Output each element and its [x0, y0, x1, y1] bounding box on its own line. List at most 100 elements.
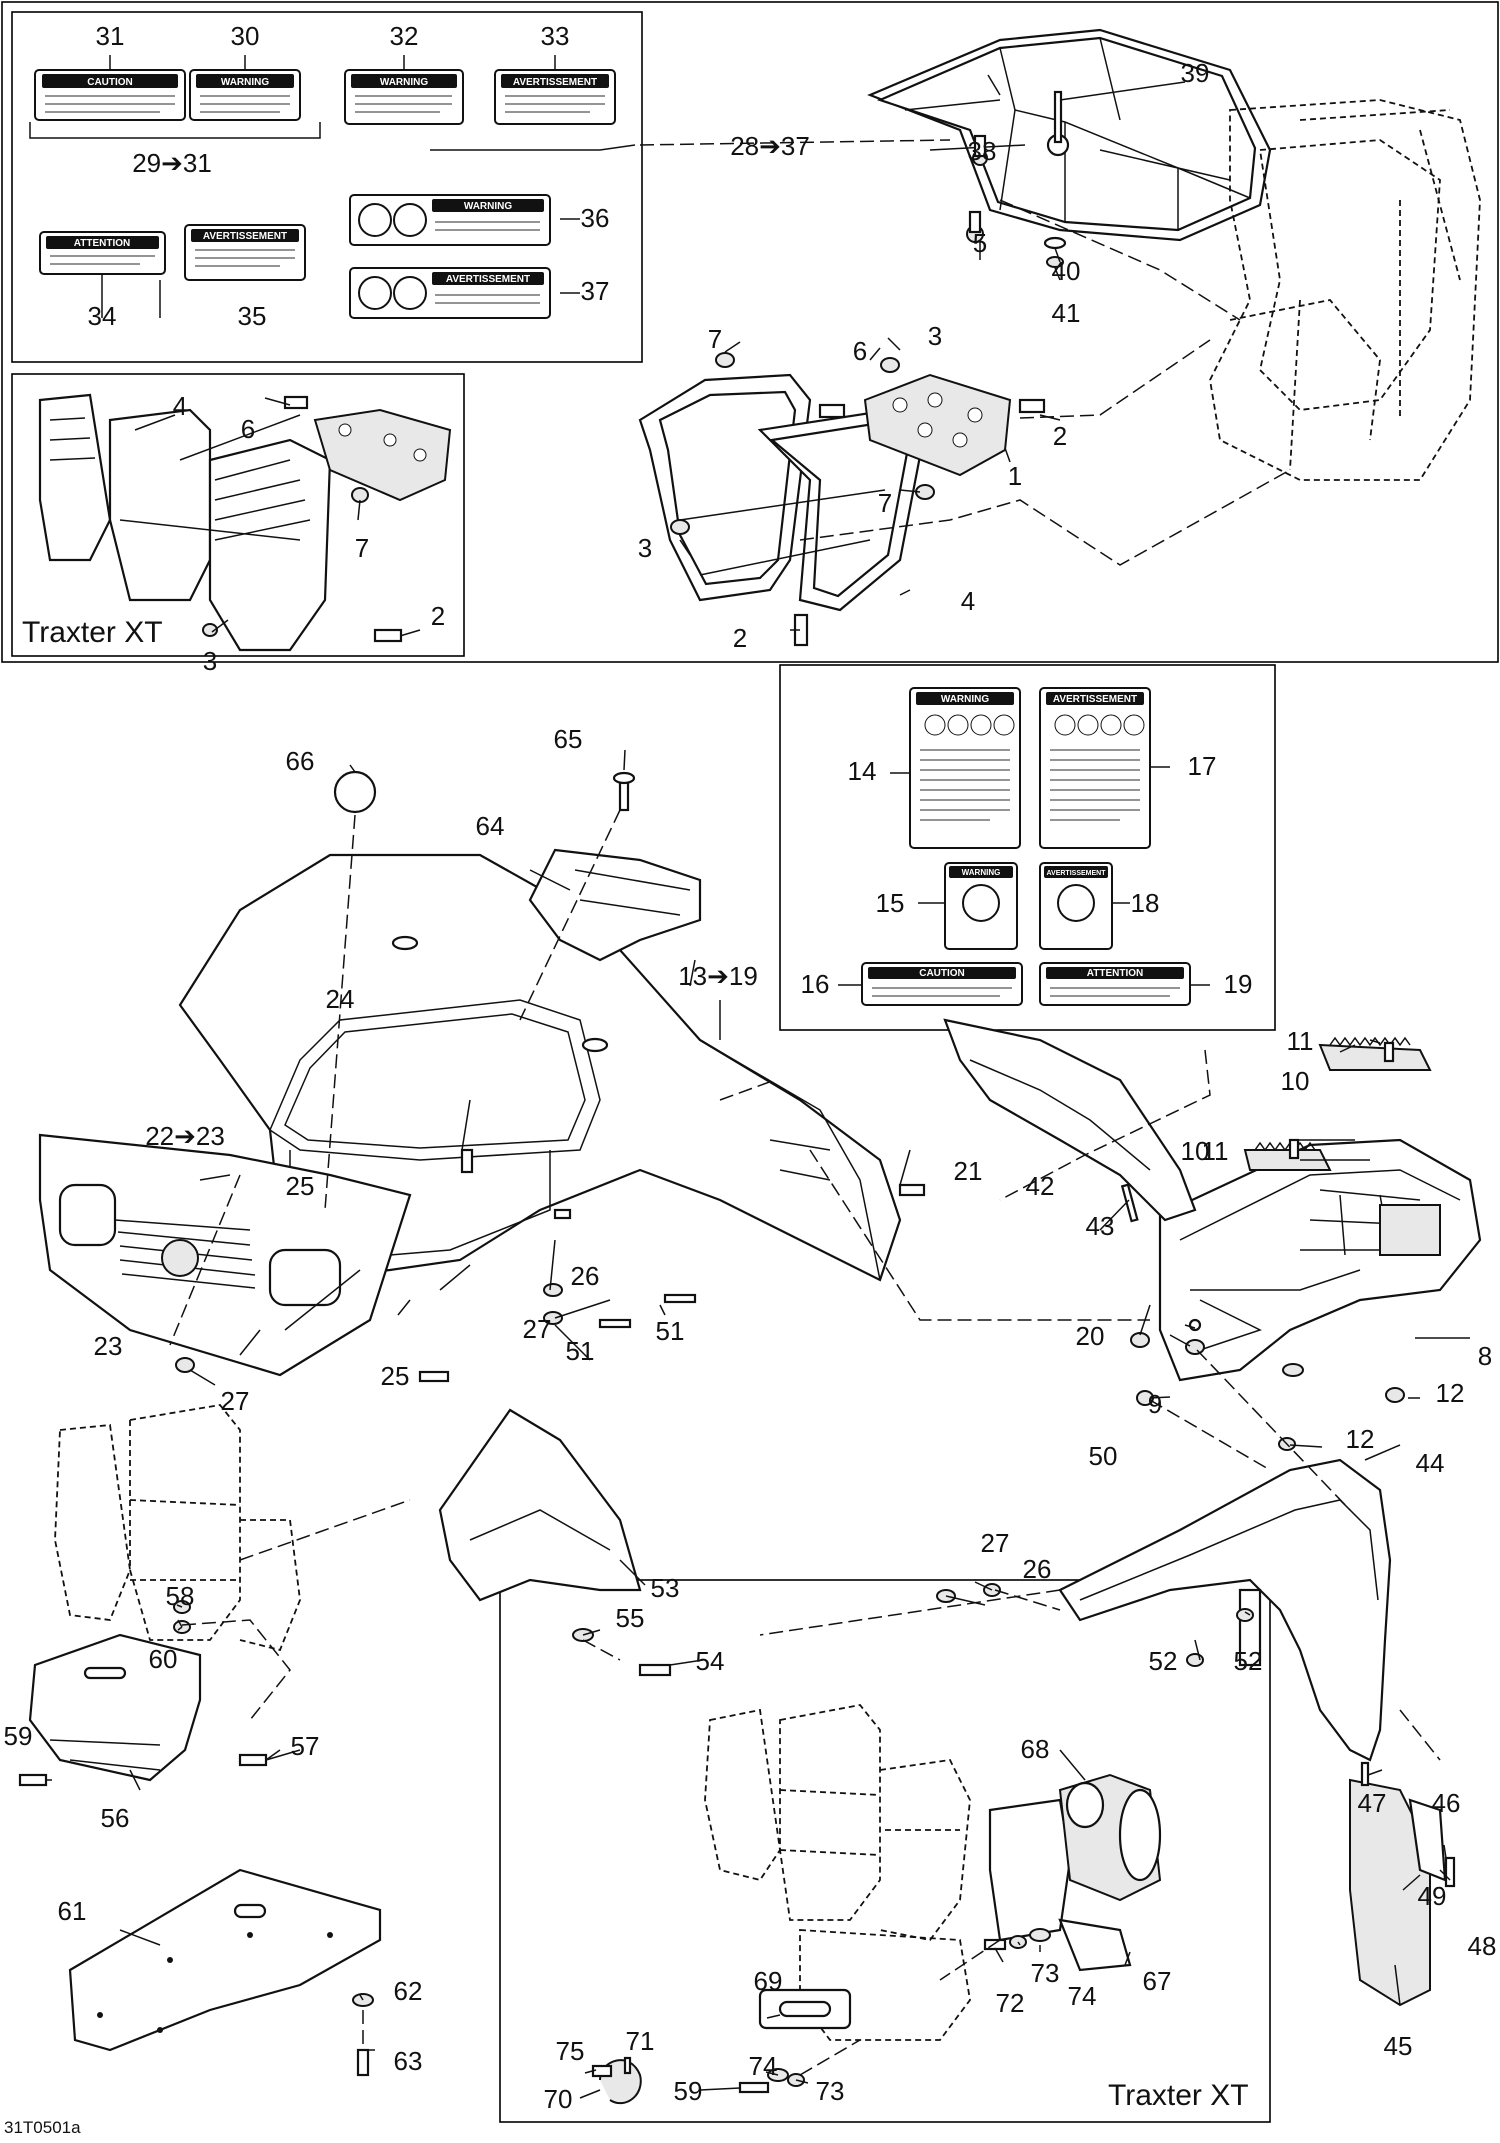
callout-l25b: 25	[381, 1361, 410, 1391]
footrest-tray	[1158, 1138, 1482, 1382]
callout-l65: 65	[554, 724, 583, 754]
cap-66	[333, 770, 377, 814]
decal-37: AVERTISSEMENT	[349, 267, 551, 319]
callout-l72: 72	[996, 1988, 1025, 2018]
callout-l2b: 2	[733, 623, 747, 653]
callout-l31: 31	[96, 21, 125, 51]
callout-l15: 15	[876, 888, 905, 918]
callout-l52a: 52	[1149, 1646, 1178, 1676]
hook-70	[591, 2056, 642, 2105]
side-panel-42	[943, 1018, 1197, 1222]
decal-inset-box-2	[779, 664, 1276, 1031]
decal-34-title: ATTENTION	[74, 238, 130, 249]
callout-l51b: 51	[566, 1336, 595, 1366]
callout-l50: 50	[1089, 1441, 1118, 1471]
decal-18-title: AVERTISSEMENT	[1047, 870, 1107, 877]
callout-l74a: 74	[1068, 1981, 1097, 2011]
callout-l67: 67	[1143, 1966, 1172, 1996]
callout-l51a: 51	[656, 1316, 685, 1346]
decal-30: WARNING	[189, 69, 301, 121]
callout-l18: 18	[1131, 888, 1160, 918]
decal-33: AVERTISSEMENT	[494, 69, 616, 125]
callout-l1: 1	[1008, 461, 1022, 491]
callout-l46: 46	[1432, 1788, 1461, 1818]
callout-l27a: 27	[523, 1314, 552, 1344]
callout-l43: 43	[1086, 1211, 1115, 1241]
callout-l9: 9	[1148, 1389, 1162, 1419]
callout-l55: 55	[616, 1603, 645, 1633]
skid-plate-56	[28, 1633, 202, 1782]
callout-l62: 62	[394, 1976, 423, 2006]
callout-l38: 38	[968, 136, 997, 166]
callout-l37: 37	[581, 276, 610, 306]
callout-l75: 75	[556, 2036, 585, 2066]
callout-l14: 14	[848, 756, 877, 786]
callout-l2a: 2	[1053, 421, 1067, 451]
callout-l21: 21	[954, 1156, 983, 1186]
callout-l74b: 74	[749, 2051, 778, 2081]
callout-l26b: 26	[1023, 1554, 1052, 1584]
callout-l33: 33	[541, 21, 570, 51]
callout-l28_37: 28➔37	[730, 131, 810, 161]
callout-l6a: 6	[853, 336, 867, 366]
front-body-panel	[178, 853, 902, 1282]
callout-l64: 64	[476, 811, 505, 841]
dashboard-trim	[528, 848, 702, 962]
vehicle-frame	[1209, 99, 1481, 481]
callout-l6b: 6	[241, 414, 255, 444]
callout-l2c: 2	[431, 601, 445, 631]
callout-l53: 53	[651, 1573, 680, 1603]
decal-17-title: AVERTISSEMENT	[1053, 694, 1137, 705]
decal-33-title: AVERTISSEMENT	[513, 77, 597, 88]
callout-l60: 60	[149, 1644, 178, 1674]
callout-l73a: 73	[1031, 1958, 1060, 1988]
decal-14-title: WARNING	[941, 694, 990, 705]
callout-l36: 36	[581, 203, 610, 233]
callout-l11a: 11	[1287, 1026, 1314, 1056]
main-frame-box	[1, 1, 1499, 663]
fender-hardware	[936, 1041, 1456, 1888]
decal-19: ATTENTION	[1039, 962, 1191, 1006]
decal-19-title: ATTENTION	[1087, 968, 1143, 979]
callout-l45: 45	[1384, 2031, 1413, 2061]
callout-l59a: 59	[4, 1721, 33, 1751]
callout-l3c: 3	[203, 646, 217, 676]
callout-l61: 61	[58, 1896, 87, 1926]
callout-l32: 32	[390, 21, 419, 51]
callout-l11b: 11	[1202, 1136, 1229, 1166]
fairlead-69	[758, 1988, 852, 2030]
callout-l3a: 3	[928, 321, 942, 351]
callout-l10b: 10	[1181, 1136, 1210, 1166]
callout-l4b: 4	[173, 391, 187, 421]
decal-37-title: AVERTISSEMENT	[446, 274, 530, 285]
bumper-ghost-lower	[54, 1404, 301, 1652]
callout-l49: 49	[1418, 1881, 1447, 1911]
skid-plate-61	[68, 1868, 382, 2052]
decal-16-title: CAUTION	[919, 968, 965, 979]
decal-15-title: WARNING	[962, 868, 1001, 877]
callout-l3b: 3	[638, 533, 652, 563]
callout-l4a: 4	[961, 586, 975, 616]
decal-30-title: WARNING	[221, 77, 270, 88]
decal-35: AVERTISSEMENT	[184, 224, 306, 281]
callout-l30: 30	[231, 21, 260, 51]
callout-l71: 71	[626, 2026, 655, 2056]
callout-l17: 17	[1188, 751, 1217, 781]
decal-inset-box	[11, 11, 643, 363]
callout-l5: 5	[973, 228, 987, 258]
model-caption-top: Traxter XT	[22, 616, 163, 649]
callout-l29_31: 29➔31	[132, 148, 212, 178]
reference-code: 31T0501a	[4, 2118, 81, 2137]
callout-l26a: 26	[571, 1261, 600, 1291]
callout-l57: 57	[291, 1731, 320, 1761]
decal-32-title: WARNING	[380, 77, 429, 88]
decal-15: WARNING	[944, 862, 1018, 950]
decal-35-title: AVERTISSEMENT	[203, 231, 287, 242]
callout-l24: 24	[326, 984, 355, 1014]
deflector-53	[438, 1408, 642, 1602]
decal-36: WARNING	[349, 194, 551, 246]
callout-l27b: 27	[221, 1386, 250, 1416]
callout-l23: 23	[94, 1331, 123, 1361]
callout-l7c: 7	[355, 533, 369, 563]
